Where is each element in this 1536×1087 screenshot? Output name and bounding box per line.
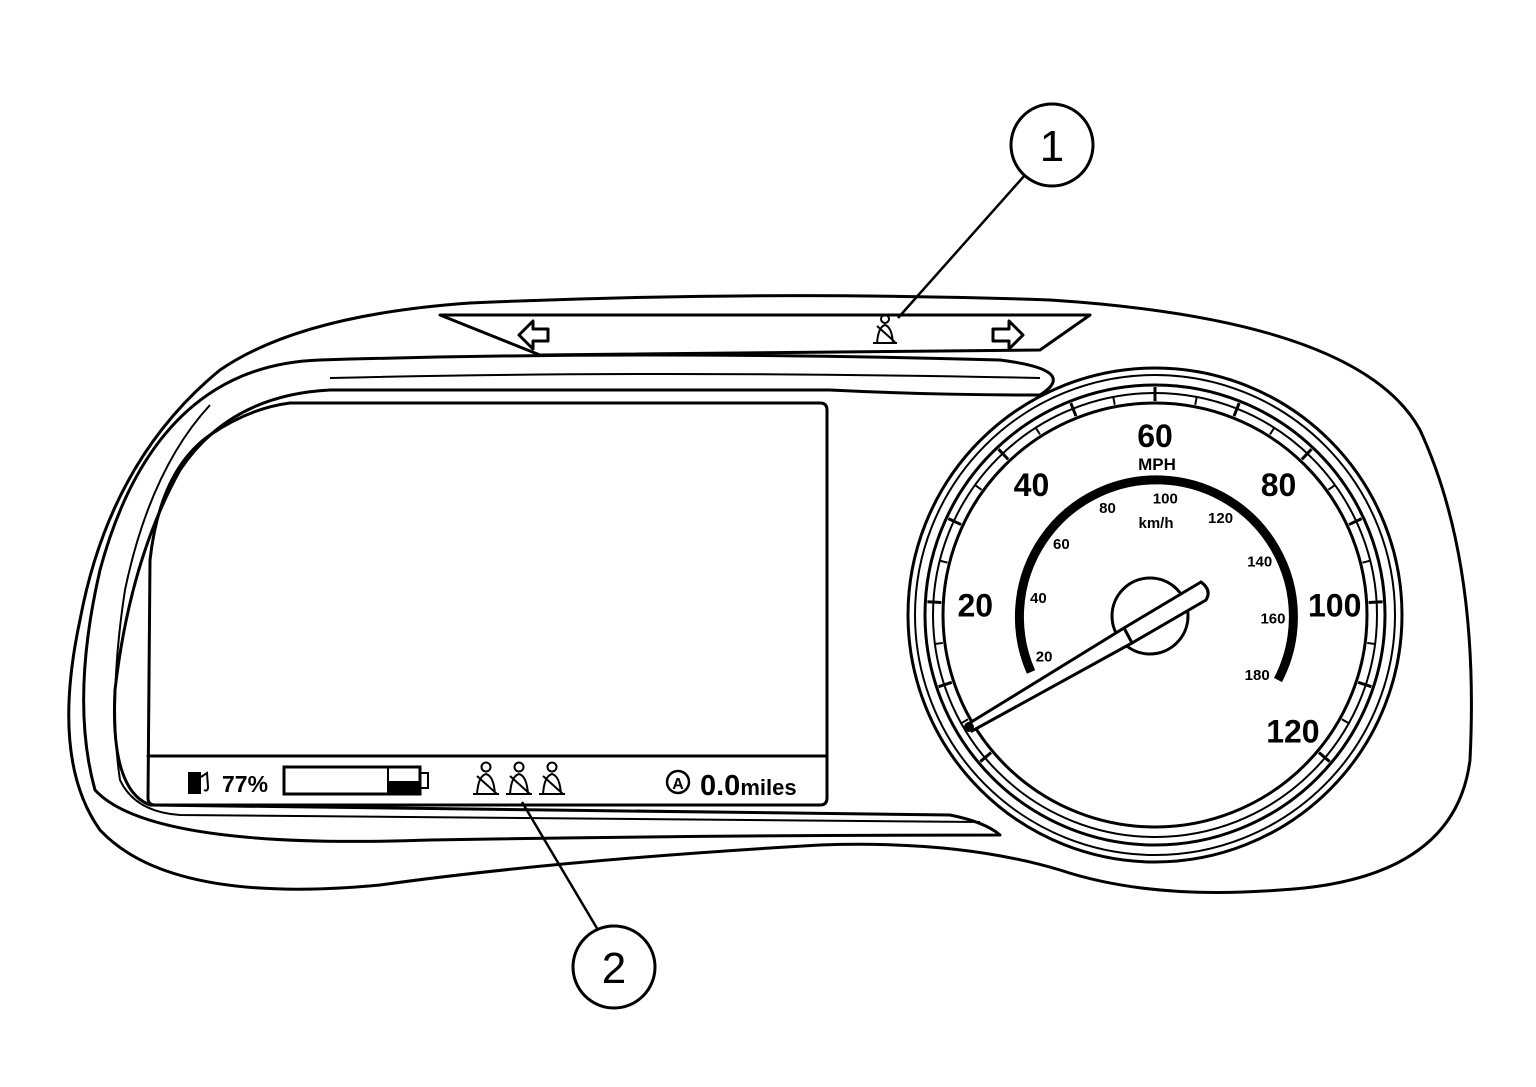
mph-tick	[927, 600, 942, 605]
mph-tick	[947, 517, 962, 526]
fuel-gauge-bar	[282, 765, 429, 796]
mph-tick	[1194, 396, 1198, 406]
mph-tick	[960, 718, 969, 725]
turn-left-arrow-icon	[517, 319, 550, 351]
kmh-label: 60	[1053, 536, 1070, 553]
mph-tick	[974, 484, 983, 491]
mph-tick	[1341, 718, 1350, 725]
mph-tick	[1368, 600, 1383, 605]
kmh-label: 180	[1245, 667, 1270, 684]
mph-label: 120	[1266, 714, 1319, 750]
mph-tick	[938, 680, 953, 689]
mph-label: 80	[1261, 467, 1297, 503]
mph-tick	[1327, 484, 1336, 491]
cluster-bezel-inner	[82, 353, 1055, 843]
mph-tick	[1269, 427, 1276, 436]
odometer-readout: 0.0miles	[700, 770, 797, 802]
mph-tick	[997, 448, 1010, 461]
kmh-label: 80	[1099, 500, 1116, 517]
kmh-label: 140	[1247, 554, 1272, 571]
fuel-percent: 77%	[222, 771, 268, 797]
seatbelt-icon	[539, 761, 565, 796]
fuel-pump-icon	[188, 771, 210, 794]
speedometer-needle	[964, 580, 1210, 734]
kmh-scale-labels: 20 40 60 80 100 120 140 160 180	[1030, 490, 1285, 684]
mph-label: 100	[1308, 588, 1361, 624]
turn-right-arrow-icon	[991, 319, 1025, 351]
odometer-unit: miles	[740, 775, 796, 800]
mph-tick	[1112, 396, 1116, 406]
seatbelt-icon	[506, 761, 532, 796]
svg-text:A: A	[672, 776, 684, 793]
mph-tick	[1317, 751, 1331, 763]
kmh-label: 100	[1153, 490, 1178, 507]
mph-tick	[1300, 448, 1313, 461]
cluster-housing-outer	[67, 294, 1473, 894]
speedometer: 20 40 60 80 100 120 MPH 20 40 60 80 100 120 140 160 1…	[906, 366, 1404, 864]
kmh-scale-arc	[1014, 475, 1298, 683]
mph-tick	[1034, 427, 1041, 436]
mph-tick	[1367, 641, 1376, 645]
mph-tick	[979, 751, 993, 763]
mph-unit-label: MPH	[1138, 455, 1176, 474]
kmh-label: 20	[1036, 648, 1053, 665]
seatbelt-icon	[473, 761, 499, 796]
kmh-label: 120	[1208, 510, 1233, 527]
mph-label: 40	[1014, 467, 1050, 503]
mph-tick	[934, 641, 943, 645]
needle-hub	[1110, 576, 1190, 656]
mph-tick	[1362, 559, 1371, 564]
svg-text:2: 2	[602, 944, 626, 993]
callout-1: 1	[897, 102, 1095, 319]
indicator-strip	[438, 313, 1092, 357]
cluster-bezel-line	[114, 373, 1041, 823]
svg-text:1: 1	[1040, 122, 1064, 171]
mph-tick-marks	[927, 387, 1383, 763]
mph-tick	[1069, 402, 1078, 417]
kmh-unit-label: km/h	[1138, 515, 1173, 532]
kmh-label: 160	[1260, 611, 1285, 628]
mph-tick	[939, 559, 948, 564]
mph-label: 60	[1137, 418, 1173, 454]
display-screen	[146, 401, 829, 807]
mph-tick	[1232, 402, 1241, 417]
trip-a-icon: A	[665, 769, 691, 795]
mph-scale-labels: 20 40 60 80 100 120	[958, 418, 1362, 750]
mph-tick	[1357, 680, 1372, 689]
mph-label: 20	[958, 588, 994, 624]
odometer-value: 0.0	[700, 770, 740, 802]
callout-2: 2	[520, 801, 657, 1010]
seatbelt-warning-icon	[873, 314, 897, 345]
mph-tick	[1348, 517, 1363, 526]
kmh-label: 40	[1030, 590, 1047, 607]
